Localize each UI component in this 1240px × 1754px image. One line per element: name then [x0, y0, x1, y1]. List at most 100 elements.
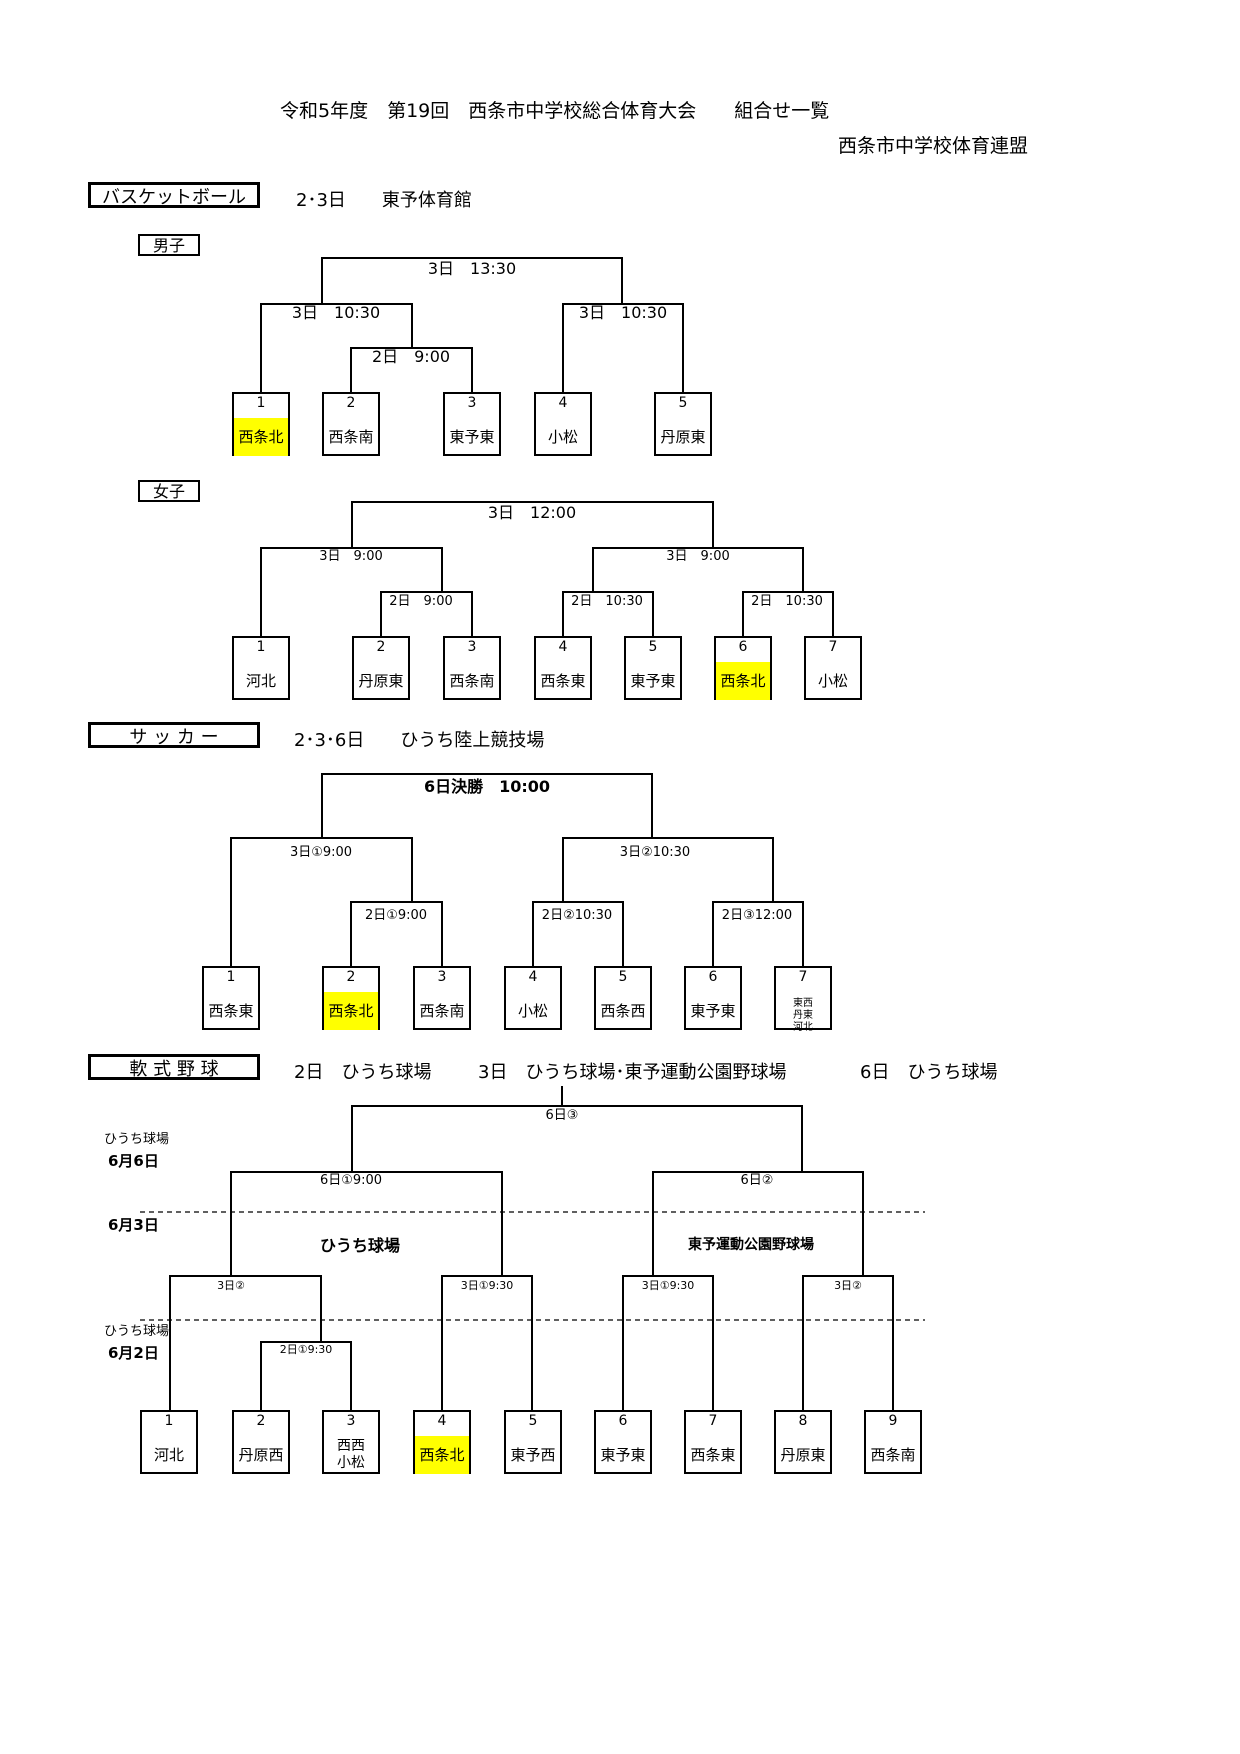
baseball-team-5: 5 東予西: [504, 1410, 562, 1474]
boys-semi-right-time: 3日 10:30: [579, 303, 667, 322]
team-number: 2: [256, 1413, 266, 1429]
team-number: 1: [256, 395, 266, 411]
team-number: 6: [738, 639, 748, 655]
girls-r1-c-line: [742, 591, 834, 636]
baseball-q3-line: [622, 1275, 714, 1410]
team-number: 8: [798, 1413, 808, 1429]
team-name: 東予西: [510, 1446, 556, 1464]
boys-label: 男子: [138, 234, 200, 256]
girls-team-3: 3 西条南: [443, 636, 501, 700]
team-name: 西条東: [690, 1446, 736, 1464]
soccer-team-6: 6 東予東: [684, 966, 742, 1030]
soccer-semi-left-line: [230, 837, 413, 966]
team-number: 6: [618, 1413, 628, 1429]
team-name: 西条北: [234, 418, 288, 456]
baseball-final-time: 6日③: [546, 1108, 579, 1123]
boys-r1-line: [350, 347, 473, 392]
girls-team-2: 2 丹原東: [352, 636, 410, 700]
soccer-r1-c-line: [712, 901, 804, 966]
team-number: 6: [708, 969, 718, 985]
team-number: 3: [437, 969, 447, 985]
soccer-team-5: 5 西条西: [594, 966, 652, 1030]
team-name: 西条南: [328, 428, 374, 446]
girls-r1-a-line: [380, 591, 473, 636]
baseball-r1-time: 2日①9:30: [280, 1343, 333, 1356]
baseball-semi-left-time: 6日①9:00: [320, 1173, 382, 1188]
girls-team-7: 7 小松: [804, 636, 862, 700]
baseball-team-1: 1 河北: [140, 1410, 198, 1474]
team-name: 西条北: [415, 1436, 469, 1474]
section-baseball: 軟 式 野 球: [88, 1054, 260, 1080]
team-name: 丹原西: [238, 1446, 284, 1464]
venue-hiuchi: ひうち球場: [320, 1236, 401, 1255]
team-name: 丹原東: [660, 428, 706, 446]
team-name: 河北: [245, 672, 276, 690]
girls-team-4: 4 西条東: [534, 636, 592, 700]
soccer-info: 2･3･6日 ひうち陸上競技場: [294, 730, 545, 751]
team-number: 7: [828, 639, 838, 655]
soccer-final-line: [321, 773, 653, 838]
team-name: 東予東: [449, 428, 495, 446]
soccer-final-time: 6日決勝 10:00: [424, 777, 550, 796]
girls-team-6: 6 西条北: [714, 636, 772, 700]
baseball-team-6: 6 東予東: [594, 1410, 652, 1474]
girls-r1-b-time: 2日 10:30: [571, 594, 643, 609]
baseball-team-9: 9 西条南: [864, 1410, 922, 1474]
boys-semi-left-time: 3日 10:30: [292, 303, 380, 322]
boys-semi-right-line: [562, 303, 684, 392]
girls-r1-b-line: [562, 591, 654, 636]
date-label-jun6: 6月6日: [108, 1152, 159, 1170]
team-name: 小松: [817, 672, 848, 690]
baseball-team-7: 7 西条東: [684, 1410, 742, 1474]
team-name: 西条北: [716, 662, 770, 700]
team-name: 西条南: [419, 1002, 465, 1020]
boys-final-time: 3日 13:30: [428, 259, 516, 278]
team-number: 7: [798, 969, 808, 985]
team-number: 5: [678, 395, 688, 411]
soccer-r1-a-time: 2日①9:00: [365, 908, 427, 923]
girls-team-5: 5 東予東: [624, 636, 682, 700]
team-name: 河北: [153, 1446, 184, 1464]
girls-semi-right-line: [592, 547, 804, 592]
girls-r1-c-time: 2日 10:30: [751, 594, 823, 609]
team-name: 西条東: [208, 1002, 254, 1020]
soccer-team-1: 1 西条東: [202, 966, 260, 1030]
team-number: 1: [226, 969, 236, 985]
baseball-team-8: 8 丹原東: [774, 1410, 832, 1474]
baseball-r1-line: [260, 1341, 352, 1410]
baseball-info-1: 2日 ひうち球場: [294, 1062, 432, 1083]
team-number: 4: [528, 969, 538, 985]
team-number: 5: [618, 969, 628, 985]
team-name: 丹原東: [358, 672, 404, 690]
boys-team-1: 1 西条北: [232, 392, 290, 456]
baseball-q1-line: [169, 1275, 322, 1410]
team-number: 2: [346, 969, 356, 985]
team-name: 丹原東: [780, 1446, 826, 1464]
venue-toyo: 東予運動公園野球場: [688, 1237, 814, 1253]
girls-semi-left-line: [260, 547, 443, 636]
team-name: 西西 小松: [337, 1438, 365, 1471]
soccer-team-4: 4 小松: [504, 966, 562, 1030]
section-soccer: サ ッ カ ー: [88, 722, 260, 748]
team-number: 9: [888, 1413, 898, 1429]
team-number: 5: [528, 1413, 538, 1429]
team-number: 2: [346, 395, 356, 411]
team-number: 3: [467, 395, 477, 411]
baseball-q4-time: 3日②: [834, 1279, 862, 1292]
baseball-q3-time: 3日①9:30: [642, 1279, 695, 1292]
baseball-semi-right-line: [652, 1171, 864, 1276]
baseball-team-4: 4 西条北: [413, 1410, 471, 1474]
team-number: 1: [164, 1413, 174, 1429]
baseball-info-2: 3日 ひうち球場･東予運動公園野球場: [478, 1062, 787, 1083]
team-number: 3: [467, 639, 477, 655]
boys-team-5: 5 丹原東: [654, 392, 712, 456]
team-name: 東予東: [690, 1002, 736, 1020]
girls-r1-a-time: 2日 9:00: [389, 594, 452, 609]
basketball-info: 2･3日 東予体育館: [296, 190, 472, 211]
girls-semi-left-time: 3日 9:00: [319, 549, 382, 564]
girls-label: 女子: [138, 480, 200, 502]
team-name: 東予東: [600, 1446, 646, 1464]
boys-semi-left-line: [260, 303, 413, 392]
boys-team-2: 2 西条南: [322, 392, 380, 456]
